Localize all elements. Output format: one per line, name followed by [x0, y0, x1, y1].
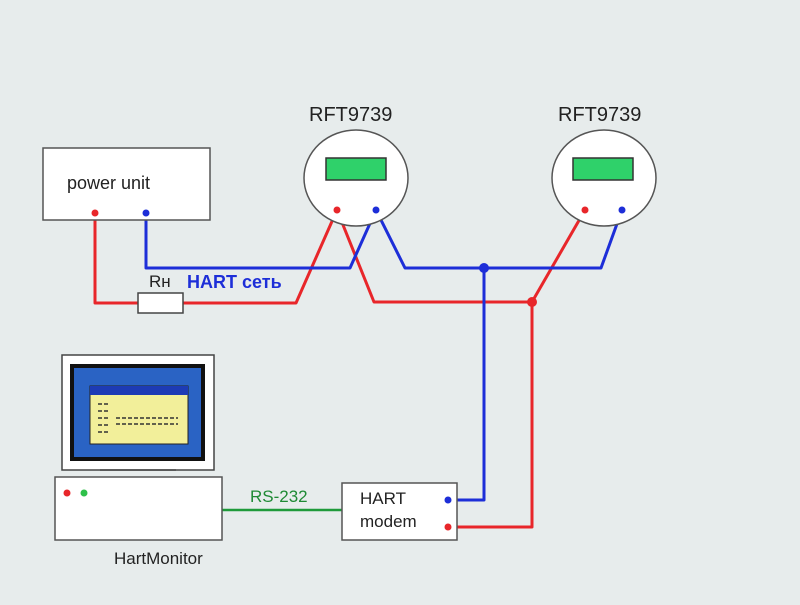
power-plus-to-resistor-wire [93, 213, 138, 305]
computer: HartMonitor [54, 354, 223, 568]
positive-junction [527, 297, 537, 307]
hart-network-label: HART сеть [187, 272, 282, 292]
resistor-to-device1-plus-wire [183, 209, 339, 305]
device-2: RFT9739 [551, 104, 657, 227]
rs232-label: RS-232 [250, 487, 308, 506]
app-window-titlebar [90, 386, 188, 395]
power-unit-label: power unit [67, 173, 150, 193]
power-minus-terminal [142, 209, 150, 217]
device-2-minus-terminal [618, 206, 626, 214]
resistor-label: Rн [149, 272, 171, 291]
device-2-plus-terminal [581, 206, 589, 214]
negative-wires [144, 209, 624, 502]
device-1-display [325, 157, 387, 181]
app-window [89, 385, 189, 445]
modem-plus-terminal [444, 523, 452, 531]
hart-modem: HART modem [341, 482, 458, 541]
device-1-label: RFT9739 [309, 104, 392, 126]
modem-label-line1: HART [360, 489, 406, 508]
power-plus-terminal [91, 209, 99, 217]
power-minus-wire [144, 209, 378, 270]
device-1: RFT9739 [303, 104, 409, 227]
power-unit-box [42, 147, 211, 221]
app-window-text-lines [98, 403, 178, 433]
modem-plus-wire [448, 302, 534, 529]
modem-minus-wire [448, 268, 486, 502]
power-unit: power unit [42, 147, 211, 221]
device1-plus-to-bus-wire [335, 209, 532, 304]
device-2-display [572, 157, 634, 181]
device-2-label: RFT9739 [558, 104, 641, 126]
negative-junction [479, 263, 489, 273]
positive-wires [93, 209, 587, 529]
power-led-red [63, 489, 71, 497]
device-1-minus-terminal [372, 206, 380, 214]
load-resistor: Rн [137, 272, 184, 314]
modem-label-line2: modem [360, 512, 417, 531]
device-1-plus-terminal [333, 206, 341, 214]
device2-plus-wire [530, 209, 587, 303]
system-unit [54, 476, 223, 541]
device1-minus-to-bus-wire [374, 209, 624, 270]
modem-box [341, 482, 458, 541]
computer-label: HartMonitor [114, 549, 203, 568]
resistor-body [137, 292, 184, 314]
power-led-green [80, 489, 88, 497]
modem-minus-terminal [444, 496, 452, 504]
